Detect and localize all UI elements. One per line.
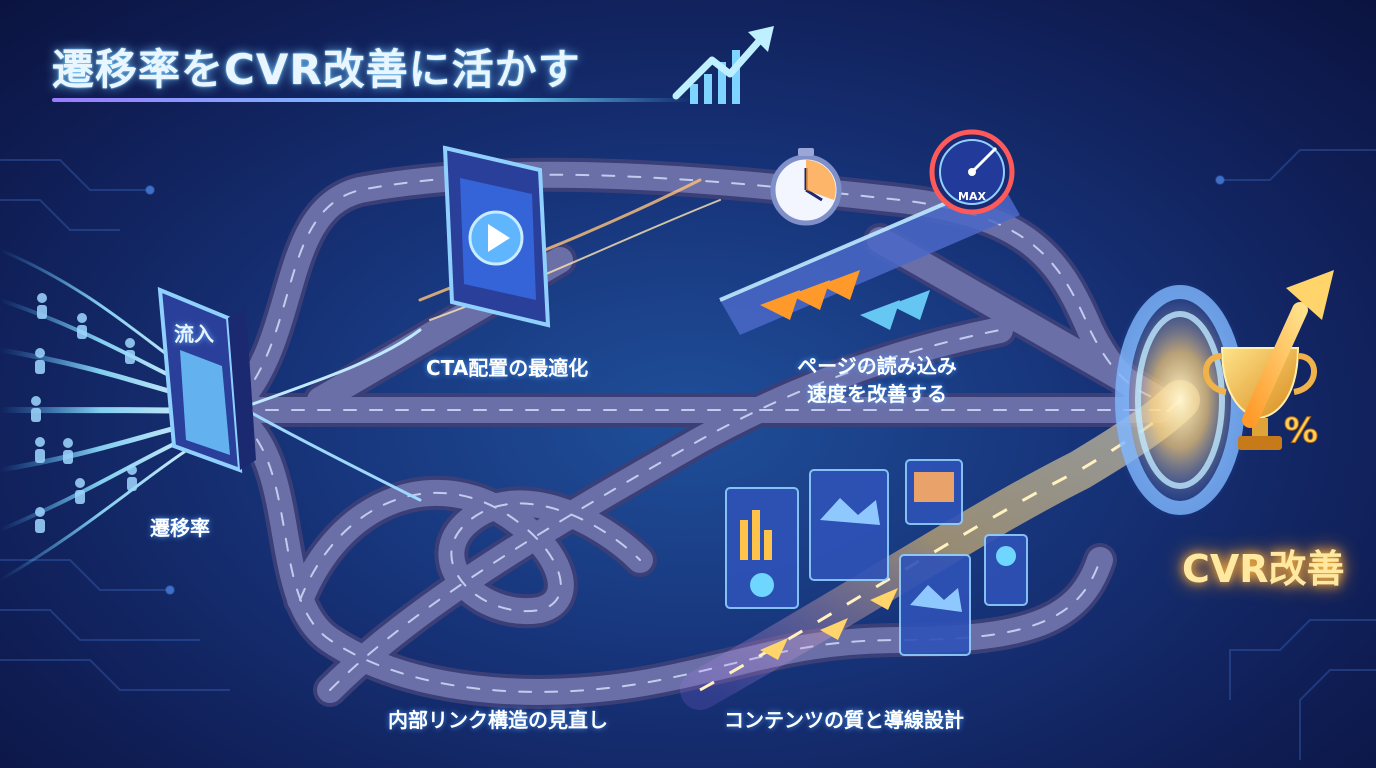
- cta-optimization-label: CTA配置の最適化: [426, 356, 589, 380]
- page-speed-label-line1: ページの読み込み: [797, 354, 957, 378]
- internal-link-label: 内部リンク構造の見直し: [388, 708, 608, 732]
- roads: [223, 157, 1177, 709]
- percent-sign: %: [1284, 411, 1318, 451]
- speedometer-icon: MAX: [929, 129, 1015, 215]
- cvr-portal-ring: [1110, 280, 1250, 520]
- content-quality-label: コンテンツの質と導線設計: [724, 708, 964, 732]
- play-screen-icon: [442, 145, 551, 328]
- title-underline: [52, 98, 692, 102]
- page-title: 遷移率をCVR改善に活かす: [52, 45, 581, 94]
- trend-up-chart-icon: [672, 26, 774, 104]
- gauge-label: MAX: [958, 190, 986, 203]
- growth-arrow-icon: [1242, 270, 1334, 428]
- transition-rate-label: 遷移率: [150, 516, 210, 540]
- gate-label: 流入: [174, 322, 214, 346]
- visitor-person-icons: [31, 293, 137, 533]
- entrance-gate-icon: [157, 286, 256, 473]
- stopwatch-icon: [770, 148, 842, 226]
- page-speed-label-line2: 速度を改善する: [807, 382, 947, 406]
- cvr-improvement-label: CVR改善: [1182, 547, 1345, 591]
- page-speed-label: ページの読み込み 速度を改善する: [782, 352, 972, 408]
- content-panels: [725, 459, 1028, 656]
